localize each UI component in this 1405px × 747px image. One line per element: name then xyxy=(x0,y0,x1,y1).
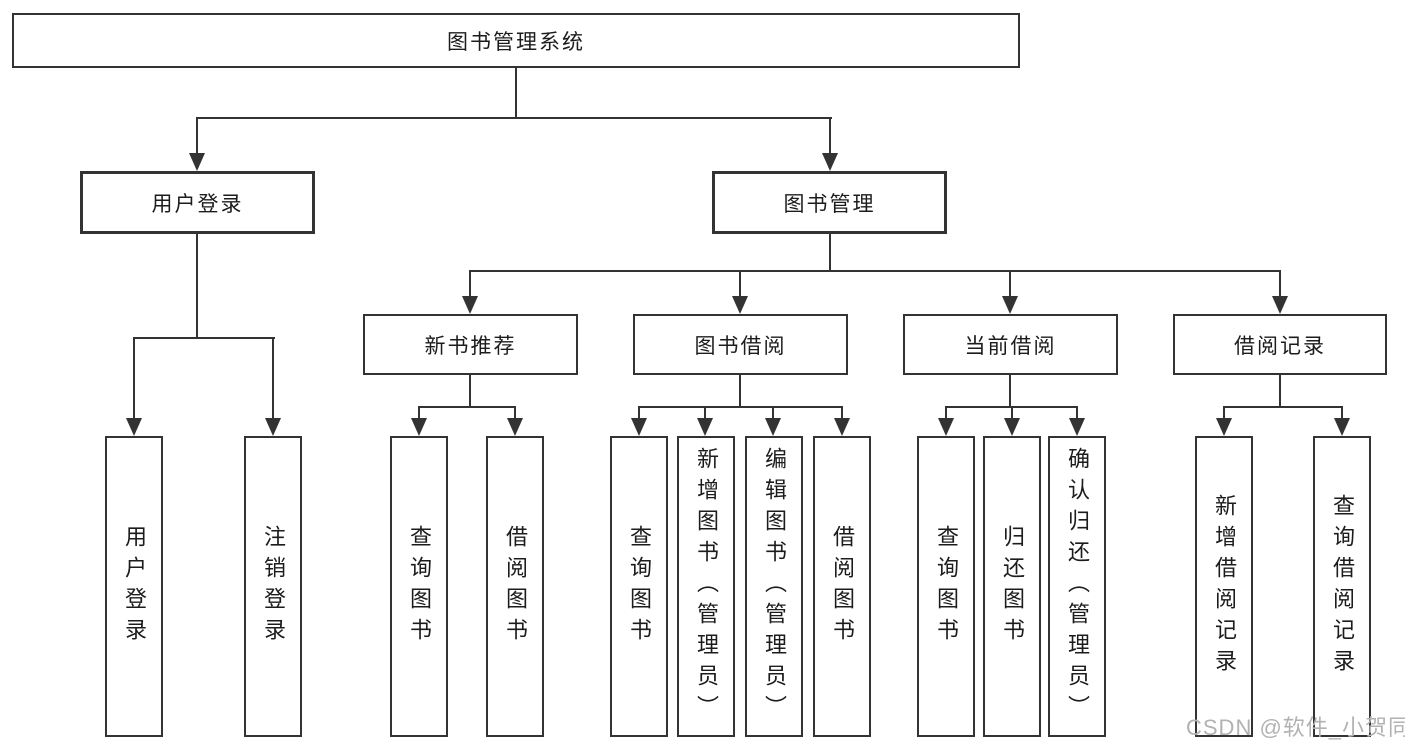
arrow-down-icon xyxy=(938,418,954,436)
connector-line xyxy=(1341,406,1343,420)
connector-line xyxy=(739,270,741,298)
leaf-query-borrow-record-label: 查询借阅记录 xyxy=(1330,493,1355,680)
leaf-user-login-label: 用户登录 xyxy=(122,524,147,649)
arrow-down-icon xyxy=(1216,418,1232,436)
arrow-down-icon xyxy=(1334,418,1350,436)
leaf-logout: 注销登录 xyxy=(244,436,302,737)
leaf-edit-book-admin-label: 编辑图书（管理员） xyxy=(762,447,787,726)
leaf-borrow-books-label: 借阅图书 xyxy=(830,524,855,649)
leaf-edit-book-admin: 编辑图书（管理员） xyxy=(745,436,803,737)
leaf-query-borrow-record: 查询借阅记录 xyxy=(1313,436,1371,737)
connector-line xyxy=(829,117,831,157)
connector-line xyxy=(1223,406,1225,420)
leaf-user-login: 用户登录 xyxy=(105,436,163,737)
node-new-book-recommend: 新书推荐 xyxy=(363,314,578,375)
node-library-system: 图书管理系统 xyxy=(12,13,1020,68)
connector-line xyxy=(418,406,516,408)
leaf-query-books-current-label: 查询图书 xyxy=(934,524,959,649)
arrow-down-icon xyxy=(1069,418,1085,436)
leaf-add-borrow-record: 新增借阅记录 xyxy=(1195,436,1253,737)
leaf-query-books-current: 查询图书 xyxy=(917,436,975,737)
connector-line xyxy=(469,375,471,408)
connector-line xyxy=(196,234,198,339)
connector-line xyxy=(704,406,706,420)
arrow-down-icon xyxy=(507,418,523,436)
connector-line xyxy=(829,234,831,272)
node-book-borrow: 图书借阅 xyxy=(633,314,848,375)
node-borrow-records: 借阅记录 xyxy=(1173,314,1387,375)
connector-line xyxy=(514,406,516,420)
node-book-borrow-label: 图书借阅 xyxy=(694,334,787,358)
arrow-down-icon xyxy=(631,418,647,436)
connector-line xyxy=(772,406,774,420)
connector-line xyxy=(638,406,640,420)
arrow-down-icon xyxy=(462,296,478,314)
leaf-borrow-books-recommend: 借阅图书 xyxy=(486,436,544,737)
leaf-borrow-books: 借阅图书 xyxy=(813,436,871,737)
leaf-return-book-label: 归还图书 xyxy=(1000,524,1025,649)
arrow-down-icon xyxy=(732,296,748,314)
leaf-return-book: 归还图书 xyxy=(983,436,1041,737)
arrow-down-icon xyxy=(822,153,838,171)
leaf-add-borrow-record-label: 新增借阅记录 xyxy=(1212,493,1237,680)
leaf-query-books-recommend: 查询图书 xyxy=(390,436,448,737)
connector-line xyxy=(469,270,1281,272)
leaf-logout-label: 注销登录 xyxy=(261,524,286,649)
connector-line xyxy=(945,406,947,420)
connector-line xyxy=(1011,406,1013,420)
leaf-query-books-borrow-label: 查询图书 xyxy=(627,524,652,649)
arrow-down-icon xyxy=(1272,296,1288,314)
node-book-management-label: 图书管理 xyxy=(783,192,876,216)
arrow-down-icon xyxy=(189,153,205,171)
leaf-confirm-return-admin: 确认归还（管理员） xyxy=(1048,436,1106,737)
connector-line xyxy=(841,406,843,420)
arrow-down-icon xyxy=(411,418,427,436)
arrow-down-icon xyxy=(697,418,713,436)
arrow-down-icon xyxy=(765,418,781,436)
node-library-system-label: 图书管理系统 xyxy=(447,30,585,54)
connector-line xyxy=(272,337,274,420)
leaf-add-book-admin-label: 新增图书（管理员） xyxy=(694,447,719,726)
arrow-down-icon xyxy=(126,418,142,436)
node-new-book-recommend-label: 新书推荐 xyxy=(424,334,517,358)
leaf-confirm-return-admin-label: 确认归还（管理员） xyxy=(1065,447,1090,726)
connector-line xyxy=(418,406,420,420)
node-current-borrow-label: 当前借阅 xyxy=(964,334,1057,358)
connector-line xyxy=(1009,270,1011,298)
node-user-login: 用户登录 xyxy=(80,171,315,234)
connector-line xyxy=(739,375,741,408)
connector-line xyxy=(1009,375,1011,408)
arrow-down-icon xyxy=(265,418,281,436)
node-book-management: 图书管理 xyxy=(712,171,947,234)
leaf-borrow-books-recommend-label: 借阅图书 xyxy=(503,524,528,649)
leaf-query-books-borrow: 查询图书 xyxy=(610,436,668,737)
arrow-down-icon xyxy=(1002,296,1018,314)
node-current-borrow: 当前借阅 xyxy=(903,314,1118,375)
connector-line xyxy=(1076,406,1078,420)
csdn-watermark: CSDN @软件_小贺同学 xyxy=(1186,715,1405,740)
node-user-login-label: 用户登录 xyxy=(151,192,244,216)
connector-line xyxy=(1223,406,1343,408)
connector-line xyxy=(196,117,832,119)
leaf-query-books-recommend-label: 查询图书 xyxy=(407,524,432,649)
connector-line xyxy=(515,68,517,119)
connector-line xyxy=(133,337,275,339)
arrow-down-icon xyxy=(1004,418,1020,436)
connector-line xyxy=(1279,270,1281,298)
connector-line xyxy=(133,337,135,420)
arrow-down-icon xyxy=(834,418,850,436)
connector-line xyxy=(196,117,198,157)
node-borrow-records-label: 借阅记录 xyxy=(1234,334,1326,358)
connector-line xyxy=(638,406,843,408)
leaf-add-book-admin: 新增图书（管理员） xyxy=(677,436,735,737)
connector-line xyxy=(469,270,471,298)
connector-line xyxy=(1279,375,1281,408)
